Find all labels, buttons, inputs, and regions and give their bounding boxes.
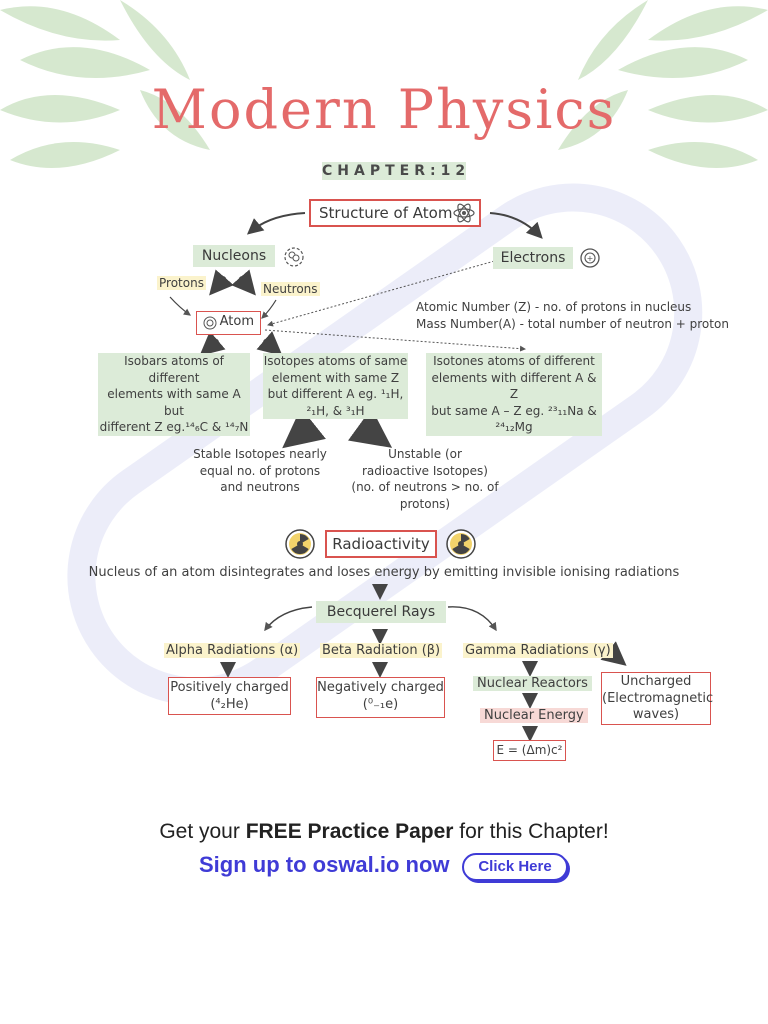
alpha-description-box: Positively charged (⁴₂He) <box>168 677 291 715</box>
isotones-text: Isotones atoms of different elements wit… <box>426 353 602 436</box>
becquerel-ribbon: Becquerel Rays <box>316 601 446 623</box>
structure-of-atom-label: Structure of Atom <box>319 204 453 222</box>
isotones-line-1: Isotones atoms of different <box>433 354 595 368</box>
isotopes-line-3: but different A eg. ¹₁H, <box>267 387 404 401</box>
leaf-decoration-right <box>558 0 768 168</box>
uncharged-line-2: (Electromagnetic <box>602 690 714 706</box>
energy-equation-box: E = (Δm)c² <box>493 740 566 761</box>
beta-label: Beta Radiation (β) <box>320 643 443 658</box>
radioactivity-label: Radioactivity <box>332 535 430 553</box>
chapter-label: CHAPTER:12 <box>322 162 471 180</box>
alpha-desc-line-1: Positively charged <box>170 680 289 695</box>
atom-box: Atom <box>196 311 261 335</box>
isobars-line-3: different Z eg.¹⁴₆C & ¹⁴₇N <box>99 420 249 434</box>
electrons-ribbon: Electrons <box>493 247 573 269</box>
unstable-isotopes-text: Unstable (or radioactive Isotopes) (no. … <box>325 446 525 512</box>
neutrons-label: Neutrons <box>261 282 320 296</box>
gamma-label: Gamma Radiations (γ) <box>463 643 613 658</box>
mass-number-text: Mass Number(A) - total number of neutron… <box>416 317 729 331</box>
radioactivity-definition: Nucleus of an atom disintegrates and los… <box>88 565 680 580</box>
unstable-line-1: Unstable (or <box>388 447 462 461</box>
uncharged-line-1: Uncharged <box>620 674 692 689</box>
becquerel-label: Becquerel Rays <box>326 604 436 620</box>
cta-line: Get your FREE Practice Paper for this Ch… <box>0 820 768 844</box>
gamma-description-box: Uncharged (Electromagnetic waves) <box>601 672 714 725</box>
cta-bold: FREE Practice Paper <box>245 820 454 843</box>
unstable-line-3: (no. of neutrons > no. of protons) <box>351 480 499 511</box>
nucleus-icon <box>284 247 304 267</box>
electron-icon: + <box>580 248 600 268</box>
stable-line-1: Stable Isotopes nearly <box>193 447 327 461</box>
atom-small-icon <box>203 316 217 330</box>
radiation-icon-left <box>285 529 315 559</box>
isotopes-line-4: ²₁H, & ³₁H <box>306 403 365 418</box>
click-here-button[interactable]: Click Here <box>462 853 568 881</box>
uncharged-line-3: waves) <box>632 707 680 722</box>
cta-post: for this Chapter! <box>453 820 609 843</box>
leaf-decoration-left <box>0 0 210 168</box>
isobars-text: Isobars atoms of different elements with… <box>98 353 250 436</box>
nuclear-energy-label: Nuclear Energy <box>480 708 588 723</box>
beta-description-box: Negatively charged (⁰₋₁e) <box>316 677 445 718</box>
isotopes-line-2: element with same Z <box>271 370 400 385</box>
isotones-line-2: elements with different A & Z <box>431 370 597 402</box>
alpha-desc-line-2: (⁴₂He) <box>210 696 249 712</box>
isobars-line-1: Isobars atoms of different <box>124 354 224 385</box>
atomic-number-text: Atomic Number (Z) - no. of protons in nu… <box>416 300 692 314</box>
radioactivity-box: Radioactivity <box>325 530 437 558</box>
structure-of-atom-box: Structure of Atom <box>309 199 481 227</box>
electrons-label: Electrons <box>500 250 566 266</box>
cta-pre: Get your <box>159 820 246 843</box>
signup-link-text[interactable]: Sign up to oswal.io now <box>199 852 450 877</box>
isotopes-line-1: Isotopes atoms of same <box>263 354 408 368</box>
nuclear-reactors-label: Nuclear Reactors <box>473 676 592 691</box>
stable-line-3: and neutrons <box>220 480 300 494</box>
atom-icon <box>453 203 475 223</box>
isotones-line-3: but same A – Z eg. ²³₁₁Na & ²⁴₁₂Mg <box>431 403 597 435</box>
nucleons-label: Nucleons <box>201 248 267 264</box>
stable-isotopes-text: Stable Isotopes nearly equal no. of prot… <box>190 446 330 496</box>
alpha-label: Alpha Radiations (α) <box>164 643 301 658</box>
isobars-line-2: elements with same A but <box>107 387 241 418</box>
unstable-line-2: radioactive Isotopes) <box>362 463 488 478</box>
svg-text:+: + <box>587 254 594 263</box>
nucleons-ribbon: Nucleons <box>193 245 275 267</box>
atom-label: Atom <box>219 314 254 329</box>
beta-desc-line-1: Negatively charged <box>317 680 444 695</box>
stable-line-2: equal no. of protons <box>199 463 321 478</box>
beta-desc-line-2: (⁰₋₁e) <box>362 696 399 712</box>
radiation-icon-right <box>446 529 476 559</box>
protons-label: Protons <box>157 276 206 290</box>
page-title: Modern Physics <box>151 78 617 141</box>
isotopes-text: Isotopes atoms of same element with same… <box>263 353 408 419</box>
